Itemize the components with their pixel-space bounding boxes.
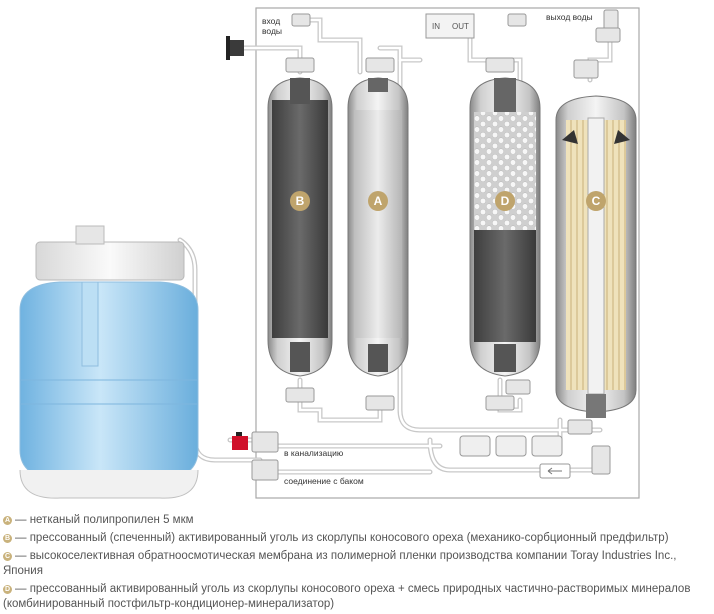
tank-connection-label: соединение с баком [284,476,364,486]
legend-item-d: D— прессованный активированный уголь из … [3,582,711,612]
legend-text-b: — прессованный (спеченный) активированны… [15,532,669,544]
legend-marker-d: D [3,585,12,594]
filter-c-body [555,95,637,418]
legend-text-d: — прессованный активированный уголь из с… [3,583,691,610]
legend-marker-a: A [3,516,12,525]
drain-label: в канализацию [284,448,344,458]
filter-d-body [469,77,541,377]
legend-text-c: — высокоселективная обратноосмотическая … [3,550,677,577]
drain-valve [232,436,248,450]
filter-c-badge: C [586,191,606,211]
drain-restrictor [459,435,563,457]
check-valve [539,463,571,479]
legend-item-a: A— нетканый полипропилен 5 мкм [3,513,711,528]
filter-a-badge: A [368,191,388,211]
legend-item-c: C— высокоселективная обратноосмотическая… [3,549,711,579]
legend-text-a: — нетканый полипропилен 5 мкм [15,514,194,526]
top-manifold [425,13,475,39]
water-filter-diagram [19,7,640,499]
filter-b-body [267,77,333,377]
legend-marker-b: B [3,534,12,543]
out-label: OUT [452,22,469,31]
in-label: IN [432,22,440,31]
filter-a-body [347,77,409,377]
fittings [251,9,621,481]
filter-d-badge: D [495,191,515,211]
inlet-label: вход воды [262,16,283,36]
outlet-label: выход воды [546,12,593,22]
storage-tank [19,225,199,499]
legend-marker-c: C [3,552,12,561]
housing-frame [255,7,640,499]
inlet-valve [230,40,244,56]
legend-item-b: B— прессованный (спеченный) активированн… [3,531,711,546]
filter-b-badge: B [290,191,310,211]
